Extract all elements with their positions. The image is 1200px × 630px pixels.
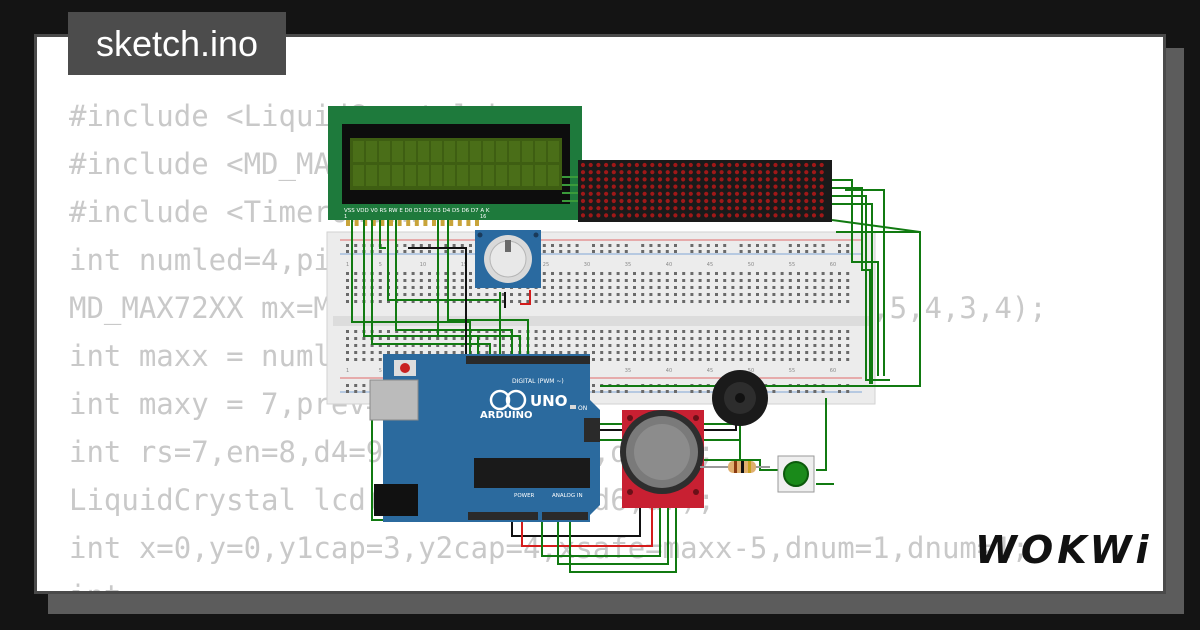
breadboard-column-label: 55	[789, 368, 795, 374]
led-matrix-dots	[580, 162, 824, 218]
code-line: int	[69, 572, 1047, 591]
breadboard-column-label: 60	[830, 262, 836, 268]
breadboard-column-label: 5	[379, 368, 382, 374]
pushbutton[interactable]	[777, 455, 815, 493]
breadboard-column-label: 10	[420, 262, 426, 268]
breadboard-column-label: 40	[666, 262, 672, 268]
potentiometer[interactable]	[475, 230, 541, 288]
analog-header-label: ANALOG IN	[552, 493, 583, 499]
breadboard-column-label: 35	[625, 368, 631, 374]
lcd-pins	[346, 220, 479, 226]
breadboard-column-label: 1	[346, 262, 349, 268]
lcd-pin-first: 1	[344, 214, 347, 220]
breadboard-column-label: 45	[707, 368, 713, 374]
reset-button[interactable]	[400, 363, 410, 373]
breadboard-column-label: 30	[584, 262, 590, 268]
breadboard-column-label: 45	[707, 262, 713, 268]
breadboard-column-label: 1	[346, 368, 349, 374]
arduino-uno[interactable]: ARDUINO UNO DIGITAL (PWM ~) POWER ANALOG…	[369, 354, 600, 522]
lcd-display[interactable]: VSS VDD V0 RS RW E D0 D1 D2 D3 D4 D5 D6 …	[328, 106, 582, 226]
breadboard-column-label: 60	[830, 368, 836, 374]
breadboard-column-label: 35	[625, 262, 631, 268]
wokwi-logo: WOKWi	[975, 528, 1153, 572]
buzzer[interactable]	[712, 370, 768, 426]
power-header-label: POWER	[514, 493, 535, 499]
usb-port	[369, 379, 419, 421]
lcd-pin-labels: VSS VDD V0 RS RW E D0 D1 D2 D3 D4 D5 D6 …	[344, 208, 490, 214]
power-jack	[374, 484, 418, 516]
lcd-character-cells	[353, 141, 559, 186]
arduino-brand: ARDUINO	[480, 410, 532, 421]
breadboard-column-label: 40	[666, 368, 672, 374]
led-matrix[interactable]	[562, 160, 832, 222]
lcd-pin-last: 16	[480, 214, 486, 220]
breadboard-column-label: 15	[461, 262, 467, 268]
breadboard-column-label: 25	[543, 262, 549, 268]
on-led-label: ON	[578, 405, 587, 412]
joystick-module[interactable]	[620, 410, 704, 508]
microcontroller-chip	[474, 458, 590, 488]
arduino-model: UNO	[530, 392, 568, 410]
digital-header-label: DIGITAL (PWM ~)	[512, 378, 564, 385]
breadboard-column-label: 50	[748, 368, 754, 374]
breadboard-column-label: 5	[379, 262, 382, 268]
arduino-logo-icon	[489, 389, 511, 411]
resistor[interactable]	[700, 461, 770, 473]
breadboard-column-label: 55	[789, 262, 795, 268]
breadboard-column-label: 50	[748, 262, 754, 268]
file-name-tab[interactable]: sketch.ino	[68, 12, 286, 75]
